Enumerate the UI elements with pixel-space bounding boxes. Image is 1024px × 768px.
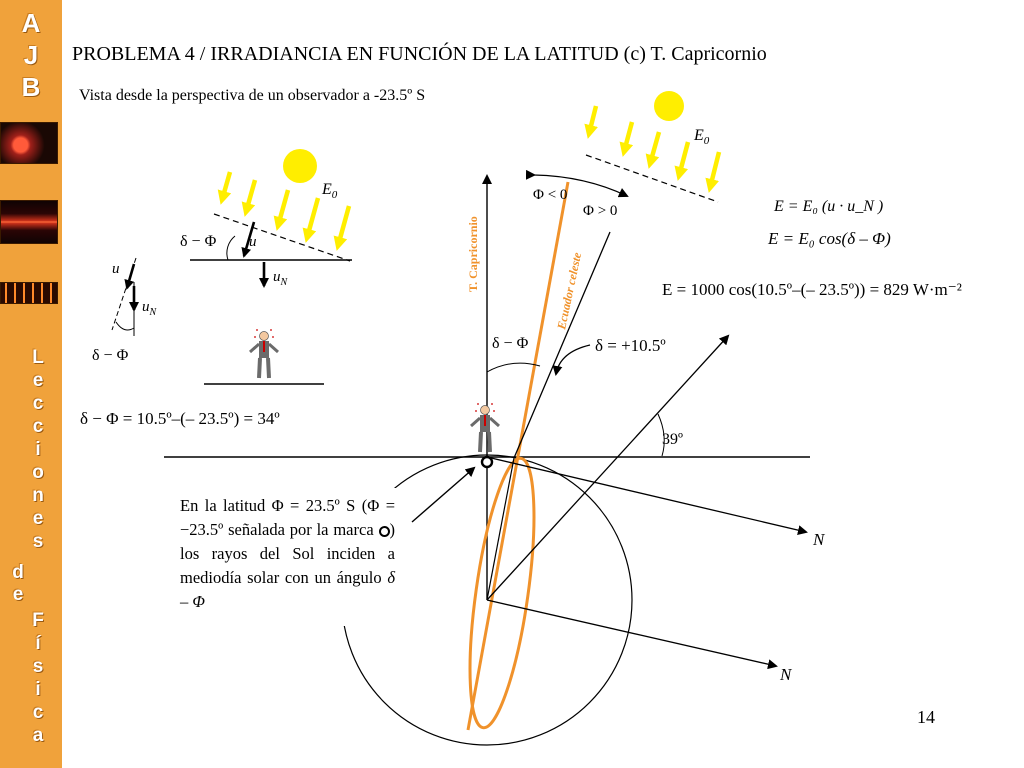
delta-pointer-arrow [552,344,591,376]
left-u-arrow [241,221,256,258]
left-sun-ray [302,197,321,243]
top-dashed-plane [585,154,719,203]
paragraph-text-2: ) los rayos del Sol inciden a mediodía s… [180,520,395,587]
mini-delta-phi: δ − Φ [92,347,129,364]
sidebar-photo-lamp [0,122,58,164]
n-lower-arrow [486,599,778,670]
top-e0-label: E0 [693,127,710,147]
sidebar-photo-laser [0,200,58,244]
delta-phi-center-label: δ − Φ [492,335,529,352]
sidebar-photo-spectrum [0,282,58,304]
top-sun-ray [584,105,599,139]
top-sun-ray [674,141,691,181]
left-delta-phi: δ − Φ [180,233,217,250]
angle-39-arc [657,413,665,457]
radial-line-39 [486,334,730,601]
sidebar-lecciones-o: o [32,462,44,483]
sidebar-fisica-c: c [32,702,44,723]
sidebar: A J B L e c c i o n e s d e F í s i c a [0,0,62,768]
left-sun-rays [217,171,352,251]
n-upper-arrow [486,456,808,536]
mini-u-label: u [112,261,120,277]
sidebar-logo-b: B [21,72,41,102]
left-sun-ray [241,179,258,217]
left-angle-arc [226,235,236,261]
sidebar-logo-a: A [21,8,41,38]
sidebar-logo-j: J [23,40,39,70]
ecuador-celeste-line [466,181,570,731]
left-sun-ray [273,189,291,231]
sidebar-fisica-f: F [32,610,44,631]
sidebar-lecciones-e2: e [32,508,44,529]
sidebar-fisica-i2: i [35,679,41,700]
n-upper-label: N [812,530,826,549]
phi-gt-0-label: Φ > 0 [583,203,617,219]
sidebar-fisica-i1: í [35,633,41,654]
page-subtitle: Vista desde la perspectiva de un observa… [79,87,426,104]
phi-sign-arc [525,169,629,198]
delta-phi-equation: δ − Φ = 10.5º–(– 23.5º) = 34º [80,409,280,428]
delta-value-label: δ = +10.5º [595,336,666,355]
page-number: 14 [917,707,935,727]
formula-e-dot: E = E₀ (u · u_N ) [773,198,883,215]
mini-un-label: uN [142,299,158,318]
top-sun-rays [584,105,722,193]
mini-u-arrow [124,263,136,290]
n-lower-label: N [779,665,793,684]
left-un-label: uN [273,269,289,288]
top-sun-ray [619,121,635,157]
sidebar-de-d: d [12,562,24,583]
sidebar-fisica-a: a [32,725,44,746]
mini-angle-arc [115,321,135,331]
angle-39-label: 39º [662,431,683,448]
target-circle-icon [378,525,390,537]
top-sun-ray [645,131,662,169]
top-sun-icon [654,91,684,121]
sidebar-fisica-s: s [32,656,44,677]
sidebar-lecciones-c2: c [32,416,44,437]
left-sun-ray [217,171,233,205]
sidebar-lecciones-s: s [32,531,44,552]
delta-phi-arc [486,362,541,373]
left-observer-icon [248,327,280,380]
sidebar-lecciones-i: i [35,439,41,460]
t-capricornio-label: T. Capricornio [466,216,480,292]
ecliptic-ellipse [468,456,536,730]
paragraph-text-1: En la latitud Φ = 23.5º S (Φ = −23.5º se… [180,496,395,539]
center-to-horizon-line [486,457,515,601]
latitude-explanation: En la latitud Φ = 23.5º S (Φ = −23.5º se… [180,494,395,614]
sidebar-lecciones-c1: c [32,393,44,414]
phi-lt-0-label: Φ < 0 [533,187,567,203]
sidebar-lecciones-n: n [32,485,44,506]
ecuador-celeste-label: Ecuador celeste [554,250,584,331]
left-e0-label: E0 [321,181,338,201]
left-dashed-plane [213,213,351,262]
formula-e-value: E = 1000 cos(10.5º–(– 23.5º)) = 829 W·m⁻… [662,280,962,299]
paragraph-delta-phi: δ – Φ [180,568,395,611]
sun-direction-line [513,231,611,459]
left-u-label: u [249,234,257,250]
left-sun-icon [283,149,317,183]
top-sun-ray [705,151,722,193]
center-observer-icon [469,401,501,454]
left-sun-ray [333,205,352,251]
page-title: PROBLEMA 4 / IRRADIANCIA EN FUNCIÓN DE L… [72,43,767,65]
formula-e-cos: E = E₀ cos(δ – Φ) [767,229,891,248]
paragraph-pointer-arrow [411,466,476,523]
sphere-label-mask [176,488,400,626]
sidebar-de-e: e [12,584,24,605]
sidebar-lecciones-l: L [32,347,44,368]
sidebar-lecciones-e1: e [32,370,44,391]
latitude-mark-icon [480,455,494,469]
